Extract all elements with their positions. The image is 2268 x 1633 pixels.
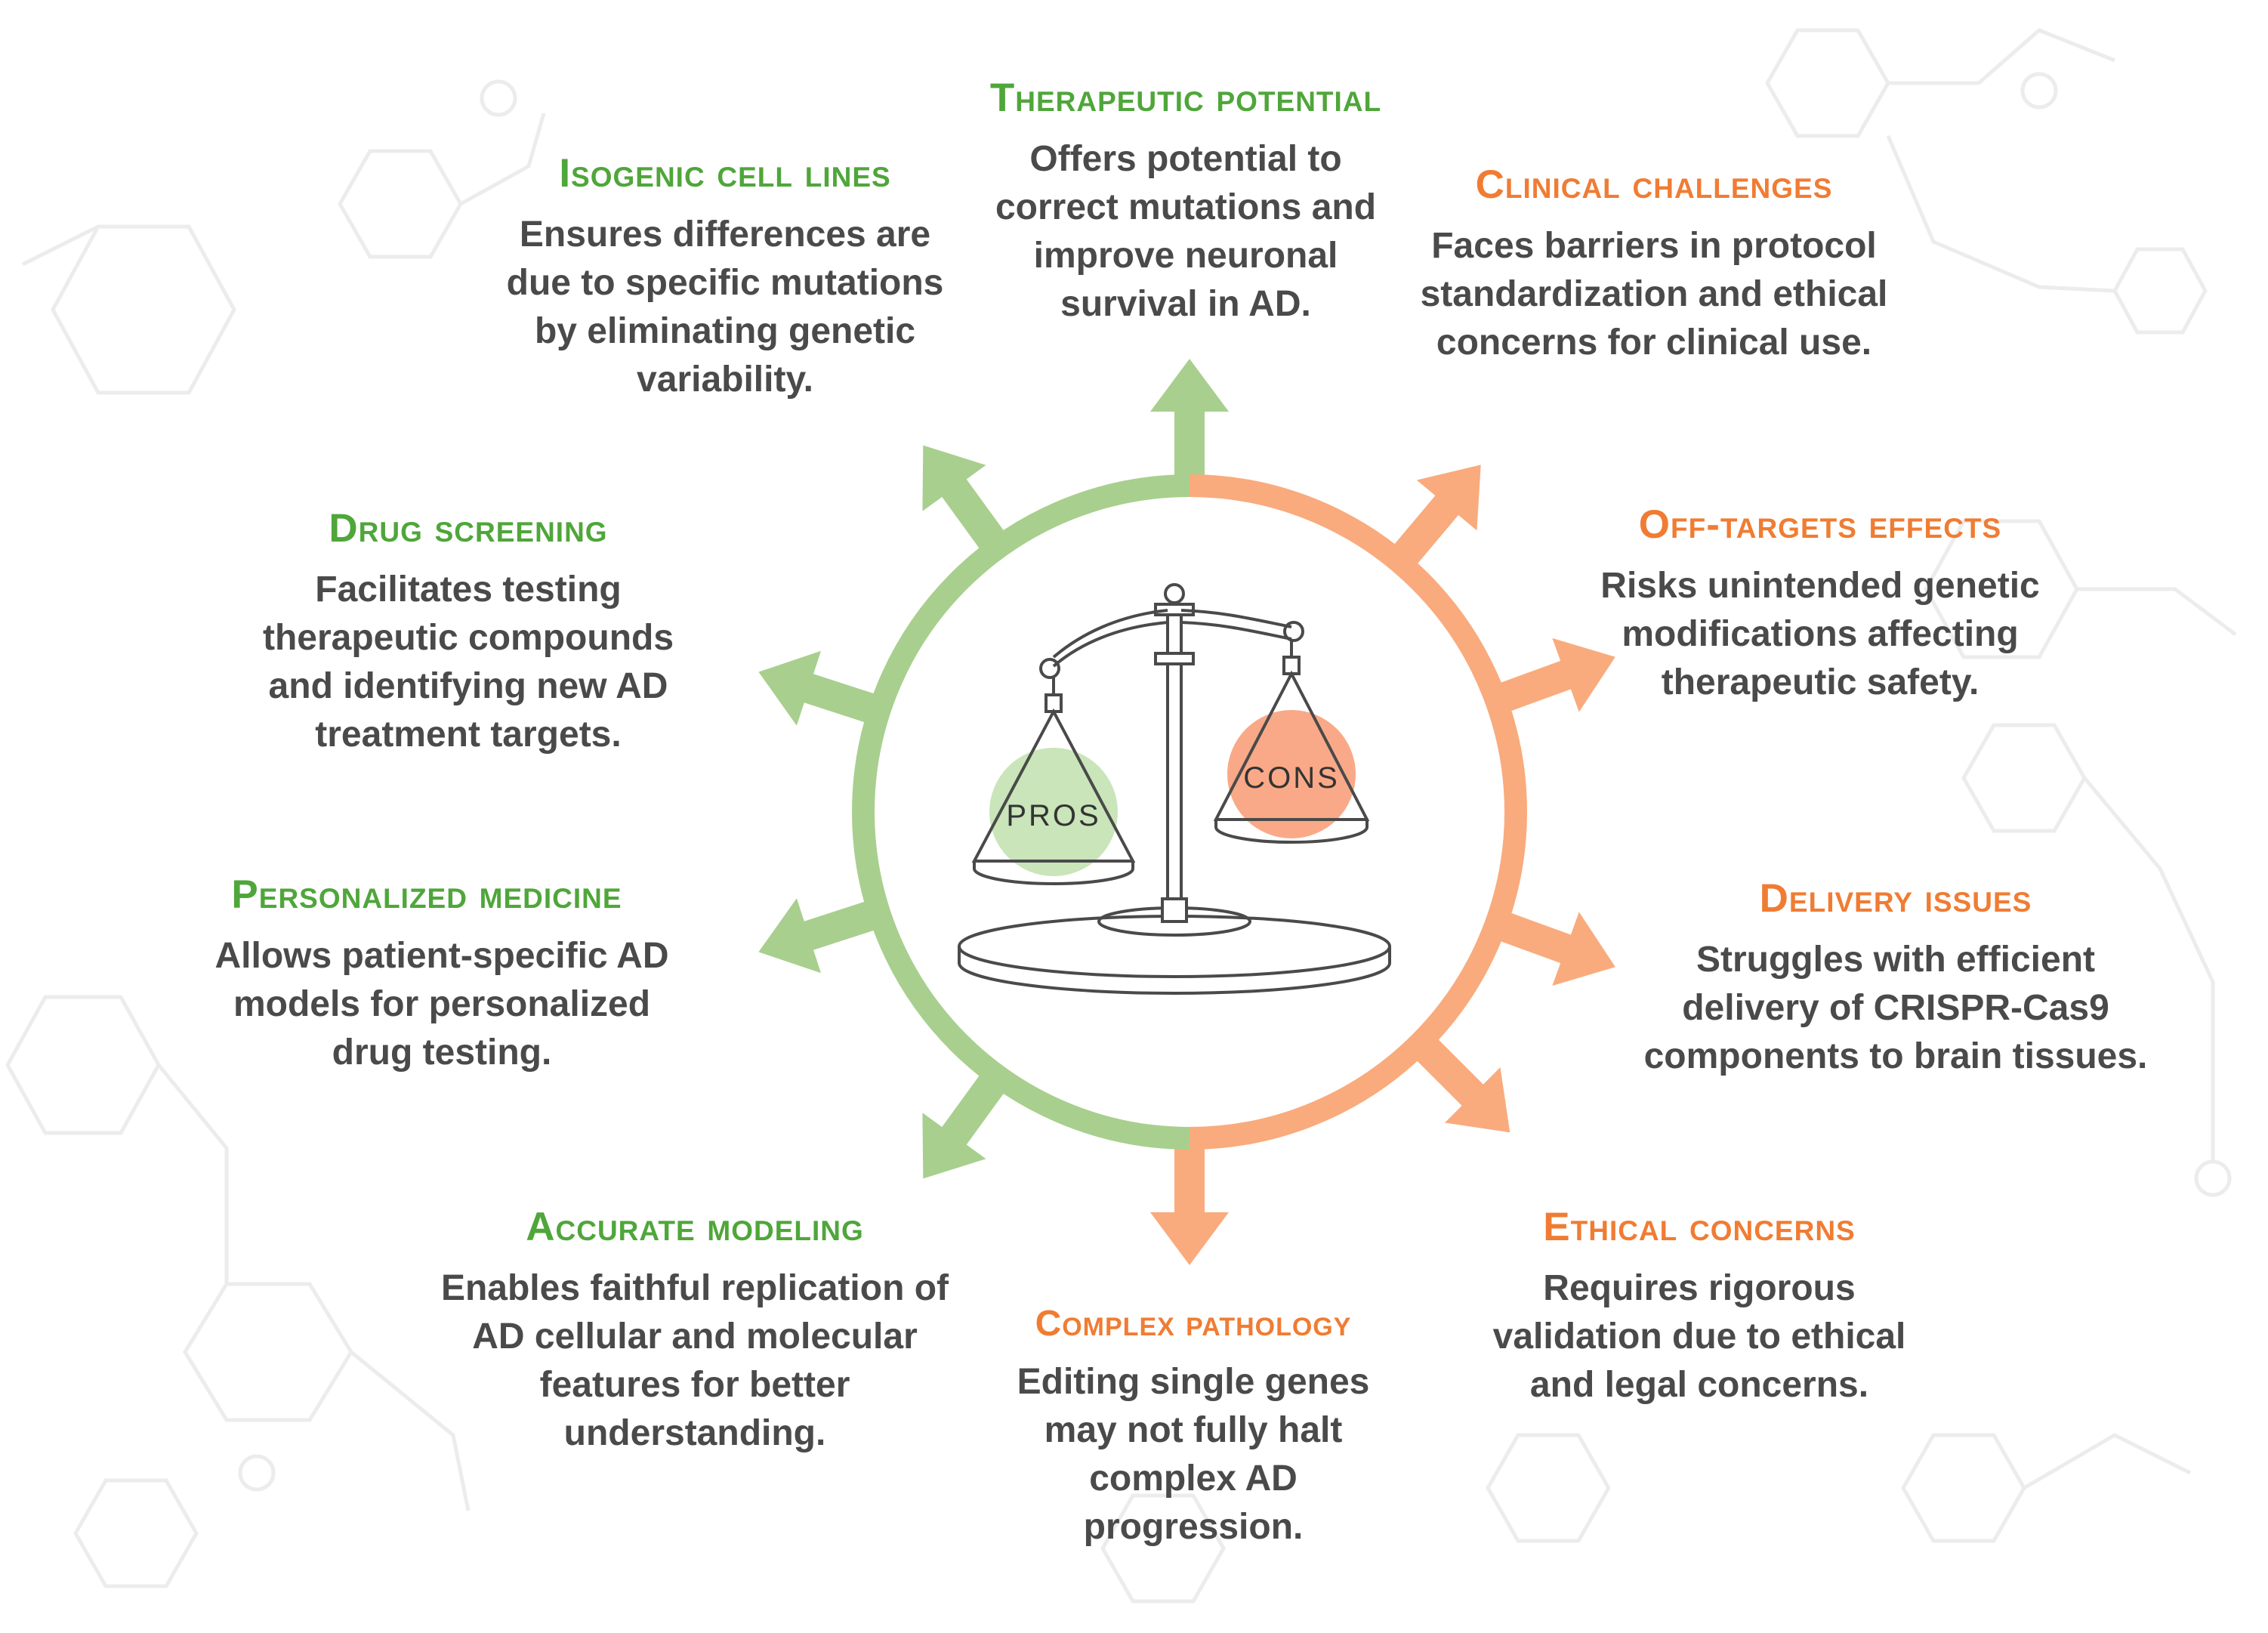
con-desc: Requires rigorous validation due to ethi… [1492,1267,1906,1405]
con-delivery-issues: Delivery issues Struggles with efficient… [1639,876,2152,1081]
pro-title: Therapeutic potential [989,76,1382,120]
balance-scale-icon: PROS CONS [958,583,1391,995]
con-title: Ethical concerns [1543,1205,1856,1249]
pro-desc: Offers potential to correct mutations an… [995,138,1377,324]
pros-label: PROS [1006,799,1100,832]
pro-desc: Ensures differences are due to specific … [506,214,944,400]
pro-personalized-medicine: Personalized medicine Allows patient-spe… [136,872,717,1077]
con-title: Clinical challenges [1475,162,1833,207]
con-desc: Struggles with efficient delivery of CRI… [1643,939,2148,1076]
pro-title: Drug screening [329,506,608,551]
pro-arrow-4 [922,1060,1016,1179]
con-arrow-2 [1482,906,1615,986]
con-off-targets-effects: Off-targets effects Risks unintended gen… [1556,502,2084,707]
con-title: Complex pathology [1035,1304,1352,1344]
pros-ring [852,474,1190,1150]
cons-ring [1189,474,1527,1150]
pro-arrow-1 [922,445,1016,564]
pro-title: Isogenic cell lines [559,151,891,196]
pro-arrow-0 [1150,359,1229,495]
con-desc: Risks unintended genetic modifications a… [1600,565,2040,702]
cons-circle [1227,710,1356,838]
cons-label: CONS [1243,761,1340,795]
con-title: Delivery issues [1759,876,2032,921]
con-arrow-4 [1150,1129,1229,1265]
pro-desc: Enables faithful replication of AD cellu… [440,1267,949,1453]
con-arrow-0 [1381,465,1481,579]
con-arrow-3 [1402,1025,1510,1133]
pro-arrow-3 [758,895,893,974]
pro-arrow-2 [758,650,893,729]
pro-isogenic-cell-lines: Isogenic cell lines Ensures differences … [476,151,974,404]
pros-circle [989,748,1118,876]
con-desc: Faces barriers in protocol standardizati… [1420,225,1888,363]
pro-title: Personalized medicine [231,872,622,917]
pro-accurate-modeling: Accurate modeling Enables faithful repli… [438,1205,952,1458]
con-clinical-challenges: Clinical challenges Faces barriers in pr… [1390,162,1918,367]
pro-desc: Allows patient-specific AD models for pe… [214,935,669,1073]
pro-title: Accurate modeling [526,1205,864,1249]
con-desc: Editing single genes may not fully halt … [1017,1362,1370,1548]
con-title: Off-targets effects [1638,502,2002,547]
pro-drug-screening: Drug screening Facilitates testing thera… [204,506,733,759]
con-complex-pathology: Complex pathology Editing single genes m… [959,1303,1427,1551]
pro-therapeutic-potential: Therapeutic potential Offers potential t… [899,76,1473,329]
radial-arrows [758,359,1615,1265]
pro-desc: Facilitates testing therapeutic compound… [262,569,674,755]
con-ethical-concerns: Ethical concerns Requires rigorous valid… [1435,1205,1964,1409]
con-arrow-1 [1482,637,1615,718]
